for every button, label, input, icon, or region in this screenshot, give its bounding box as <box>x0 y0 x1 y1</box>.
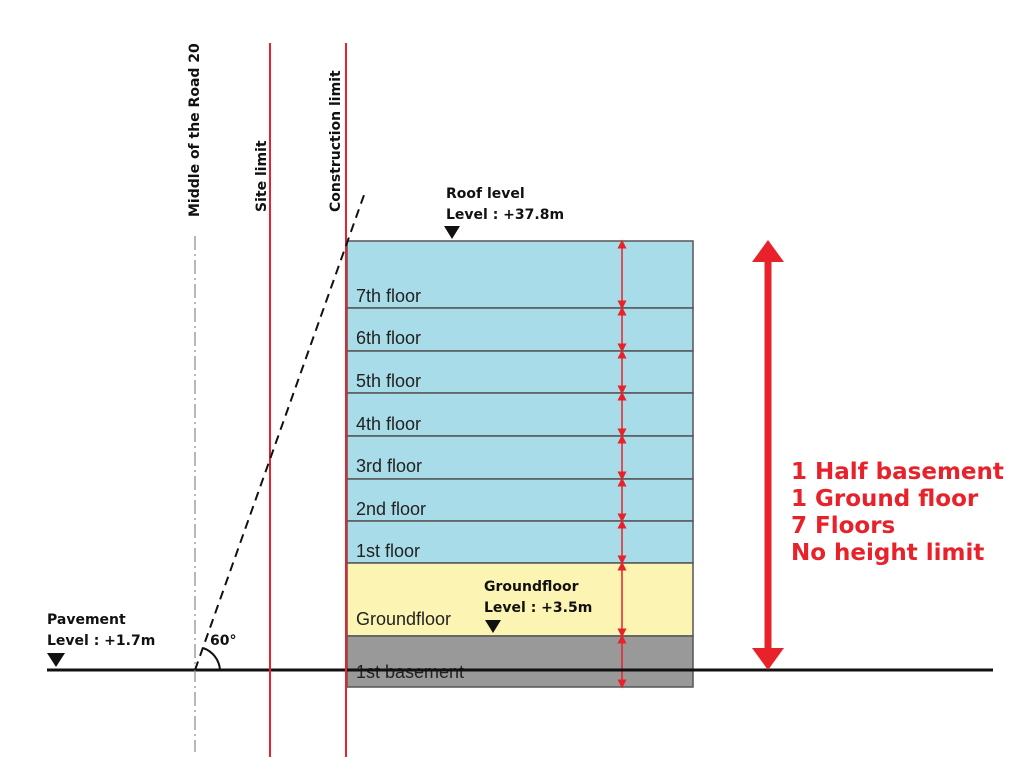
road-middle-label: Middle of the Road 20 <box>187 43 203 217</box>
floor-label-3: 3rd floor <box>356 456 422 476</box>
roof-level-title: Roof level <box>446 186 525 202</box>
floor-label-4: 4th floor <box>356 414 421 434</box>
construction-limit-label: Construction limit <box>328 70 344 212</box>
pavement-level-marker-icon <box>47 653 65 667</box>
roof-level-value: Level : +37.8m <box>446 207 564 223</box>
floor-label-5: 5th floor <box>356 371 421 391</box>
floor-label-ground: Groundfloor <box>356 609 451 629</box>
pavement-level-value: Level : +1.7m <box>47 633 155 649</box>
summary-line-4: No height limit <box>791 540 984 566</box>
groundfloor-level-title: Groundfloor <box>484 579 579 595</box>
floor-label-2: 2nd floor <box>356 499 426 519</box>
floor-label-6: 6th floor <box>356 328 421 348</box>
groundfloor-level-marker-icon <box>485 620 501 633</box>
overall-height-arrow-bottom-icon <box>752 648 784 670</box>
overall-height-arrow-top-icon <box>752 240 784 262</box>
floor-label-1: 1st floor <box>356 541 420 561</box>
floor-7 <box>346 240 694 309</box>
setback-line <box>194 194 365 671</box>
angle-label: 60° <box>210 633 236 649</box>
floor-6 <box>346 307 694 352</box>
summary-line-1: 1 Half basement <box>791 459 1004 485</box>
pavement-level-title: Pavement <box>47 612 126 628</box>
site-limit-label: Site limit <box>254 140 270 212</box>
groundfloor-level-value: Level : +3.5m <box>484 600 592 616</box>
floor-5 <box>346 350 694 394</box>
angle-arc <box>202 647 221 671</box>
floor-label-basement: 1st basement <box>356 662 464 682</box>
floor-4 <box>346 392 694 437</box>
floor-label-7: 7th floor <box>356 286 421 306</box>
summary-line-3: 7 Floors <box>791 513 895 539</box>
floors-group <box>346 240 694 688</box>
roof-level-marker-icon <box>444 226 460 239</box>
summary-line-2: 1 Ground floor <box>791 486 979 512</box>
